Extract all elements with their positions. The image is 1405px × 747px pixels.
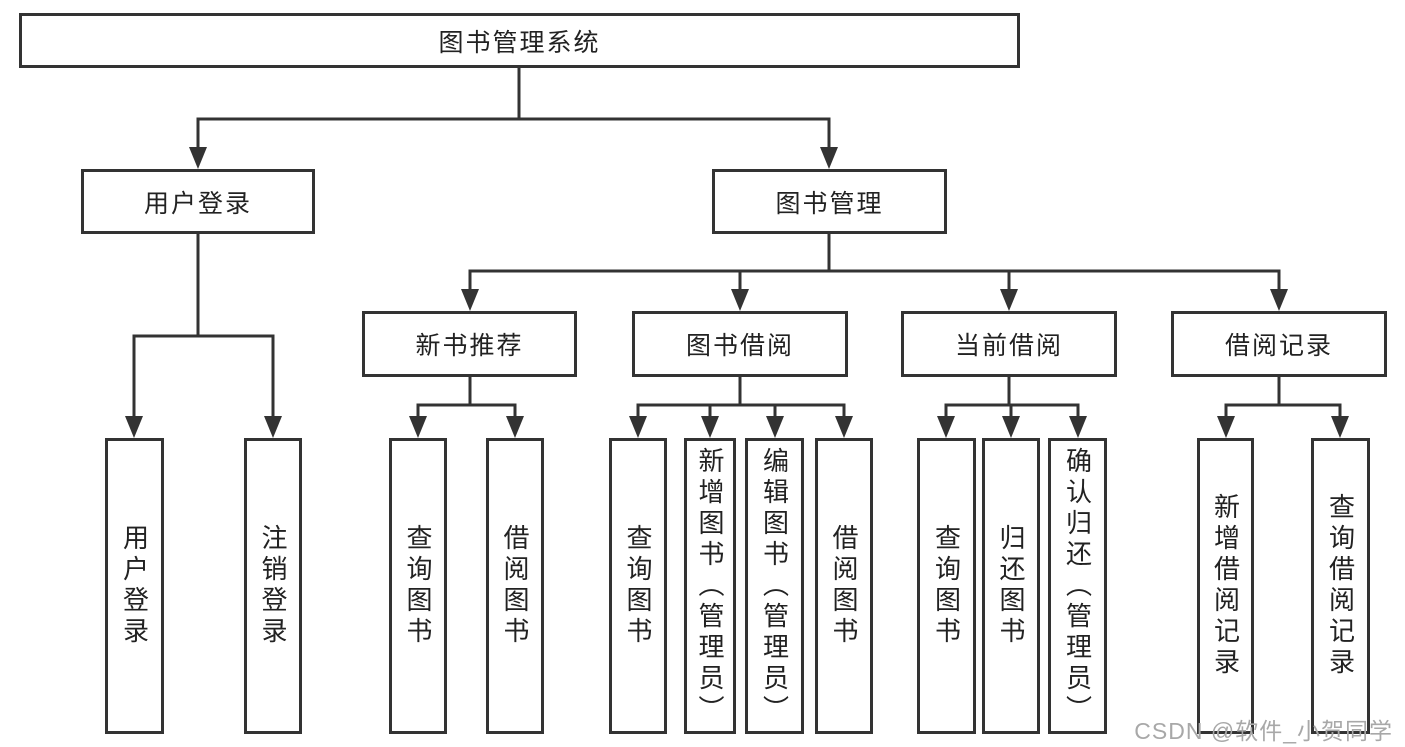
arrowhead: [506, 416, 524, 438]
leaf-return-books: 归还图书: [982, 438, 1040, 734]
leaf-label: 查询图书: [403, 524, 433, 648]
node-label: 当前借阅: [954, 332, 1063, 360]
arrowhead: [1000, 289, 1018, 311]
arrowhead: [701, 416, 719, 438]
arrowhead: [125, 416, 143, 438]
leaf-label: 查询图书: [623, 524, 653, 648]
leaf-confirm-return-admin: 确认归还（管理员）: [1048, 438, 1107, 734]
leaf-query-books-recommend: 查询图书: [389, 438, 447, 734]
node-book-management-module: 图书管理: [712, 169, 947, 234]
leaf-borrow-books: 借阅图书: [815, 438, 873, 734]
csdn-watermark: CSDN @软件_小贺同学: [1134, 718, 1393, 744]
node-label: 新书推荐: [415, 332, 524, 360]
arrowhead: [461, 289, 479, 311]
leaf-logout: 注销登录: [244, 438, 302, 734]
leaf-add-books-admin: 新增图书（管理员）: [684, 438, 736, 734]
leaf-label: 归还图书: [996, 524, 1026, 648]
node-label: 借阅记录: [1224, 332, 1333, 360]
arrowhead: [189, 147, 207, 169]
leaf-label: 编辑图书（管理员）: [759, 446, 790, 726]
leaf-label: 确认归还（管理员）: [1062, 446, 1093, 726]
arrowhead: [835, 416, 853, 438]
leaf-label: 借阅图书: [829, 524, 859, 648]
leaf-query-books-borrow: 查询图书: [609, 438, 667, 734]
leaf-edit-books-admin: 编辑图书（管理员）: [745, 438, 804, 734]
arrowhead: [629, 416, 647, 438]
node-label: 图书管理系统: [438, 28, 601, 57]
arrowhead: [1069, 416, 1087, 438]
leaf-label: 新增借阅记录: [1210, 493, 1241, 679]
arrowhead: [1217, 416, 1235, 438]
arrowhead: [1331, 416, 1349, 438]
node-new-book-recommend: 新书推荐: [362, 311, 577, 377]
node-root-system: 图书管理系统: [19, 13, 1020, 68]
node-borrow-records: 借阅记录: [1171, 311, 1387, 377]
leaf-add-borrow-record: 新增借阅记录: [1197, 438, 1254, 734]
arrowhead: [731, 289, 749, 311]
node-label: 图书管理: [775, 189, 884, 218]
arrowhead: [820, 147, 838, 169]
arrowhead: [937, 416, 955, 438]
leaf-label: 注销登录: [258, 524, 288, 648]
arrowhead: [409, 416, 427, 438]
leaf-label: 用户登录: [119, 524, 150, 648]
arrowhead: [1002, 416, 1020, 438]
arrowhead: [264, 416, 282, 438]
node-current-borrow: 当前借阅: [901, 311, 1117, 377]
node-book-borrow: 图书借阅: [632, 311, 848, 377]
arrowheads: [125, 147, 1349, 438]
leaf-label: 新增图书（管理员）: [695, 446, 725, 726]
leaf-label: 查询图书: [931, 524, 962, 648]
node-user-login-module: 用户登录: [81, 169, 315, 234]
leaf-label: 借阅图书: [500, 524, 530, 648]
arrowhead: [766, 416, 784, 438]
leaf-query-borrow-record: 查询借阅记录: [1311, 438, 1370, 734]
leaf-query-books-current: 查询图书: [917, 438, 976, 734]
arrowhead: [1270, 289, 1288, 311]
leaf-borrow-books-recommend: 借阅图书: [486, 438, 544, 734]
leaf-user-login: 用户登录: [105, 438, 164, 734]
node-label: 图书借阅: [685, 332, 794, 360]
node-label: 用户登录: [143, 189, 252, 218]
leaf-label: 查询借阅记录: [1325, 493, 1356, 679]
